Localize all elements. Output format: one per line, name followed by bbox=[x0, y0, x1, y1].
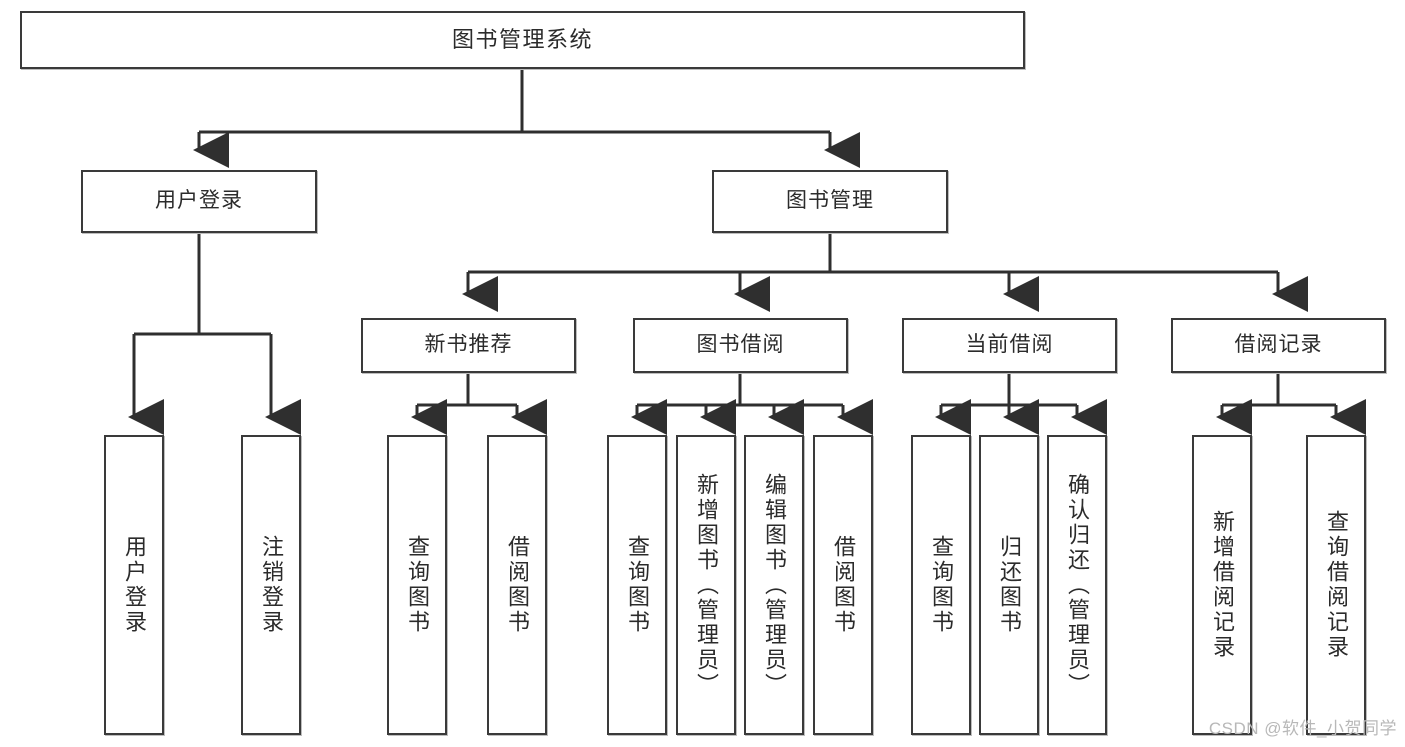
leaf-borrow-borrow-book[interactable]: 借阅图书 bbox=[813, 435, 873, 735]
node-label: 新增图书（管理员） bbox=[694, 472, 719, 698]
node-borrow-records[interactable]: 借阅记录 bbox=[1171, 318, 1386, 373]
node-label: 新增借阅记录 bbox=[1210, 510, 1235, 660]
node-label: 图书借阅 bbox=[696, 333, 785, 357]
node-label: 查询图书 bbox=[405, 535, 430, 635]
leaf-records-add-record[interactable]: 新增借阅记录 bbox=[1192, 435, 1252, 735]
node-root-system[interactable]: 图书管理系统 bbox=[20, 11, 1025, 69]
node-label: 归还图书 bbox=[997, 535, 1022, 635]
node-label: 用户登录 bbox=[122, 535, 147, 635]
node-label: 当前借阅 bbox=[965, 333, 1054, 357]
node-current-borrow[interactable]: 当前借阅 bbox=[902, 318, 1117, 373]
leaf-borrow-query-book[interactable]: 查询图书 bbox=[607, 435, 667, 735]
leaf-borrow-edit-book-admin[interactable]: 编辑图书（管理员） bbox=[744, 435, 804, 735]
node-label: 图书管理 bbox=[786, 189, 874, 213]
node-label: 查询借阅记录 bbox=[1324, 510, 1349, 660]
leaf-recommend-borrow-book[interactable]: 借阅图书 bbox=[487, 435, 547, 735]
node-label: 图书管理系统 bbox=[451, 27, 593, 53]
node-label: 编辑图书（管理员） bbox=[762, 472, 787, 698]
node-label: 借阅图书 bbox=[831, 535, 856, 635]
node-label: 用户登录 bbox=[155, 189, 243, 213]
node-new-book-recommend[interactable]: 新书推荐 bbox=[361, 318, 576, 373]
leaf-borrow-add-book-admin[interactable]: 新增图书（管理员） bbox=[676, 435, 736, 735]
node-label: 确认归还（管理员） bbox=[1065, 472, 1090, 698]
node-label: 借阅图书 bbox=[505, 535, 530, 635]
csdn-watermark: CSDN @软件_小贺同学 bbox=[1208, 719, 1397, 738]
leaf-current-return-book[interactable]: 归还图书 bbox=[979, 435, 1039, 735]
node-label: 查询图书 bbox=[929, 535, 954, 635]
leaf-user-logout[interactable]: 注销登录 bbox=[241, 435, 301, 735]
node-label: 新书推荐 bbox=[424, 333, 513, 357]
leaf-user-login[interactable]: 用户登录 bbox=[104, 435, 164, 735]
leaf-current-confirm-return-admin[interactable]: 确认归还（管理员） bbox=[1047, 435, 1107, 735]
leaf-recommend-query-book[interactable]: 查询图书 bbox=[387, 435, 447, 735]
leaf-current-query-book[interactable]: 查询图书 bbox=[911, 435, 971, 735]
node-book-borrow[interactable]: 图书借阅 bbox=[633, 318, 848, 373]
node-label: 注销登录 bbox=[259, 535, 284, 635]
node-user-login[interactable]: 用户登录 bbox=[81, 170, 317, 233]
node-label: 查询图书 bbox=[625, 535, 650, 635]
node-book-management[interactable]: 图书管理 bbox=[712, 170, 948, 233]
node-label: 借阅记录 bbox=[1234, 333, 1323, 357]
leaf-records-query-record[interactable]: 查询借阅记录 bbox=[1306, 435, 1366, 735]
